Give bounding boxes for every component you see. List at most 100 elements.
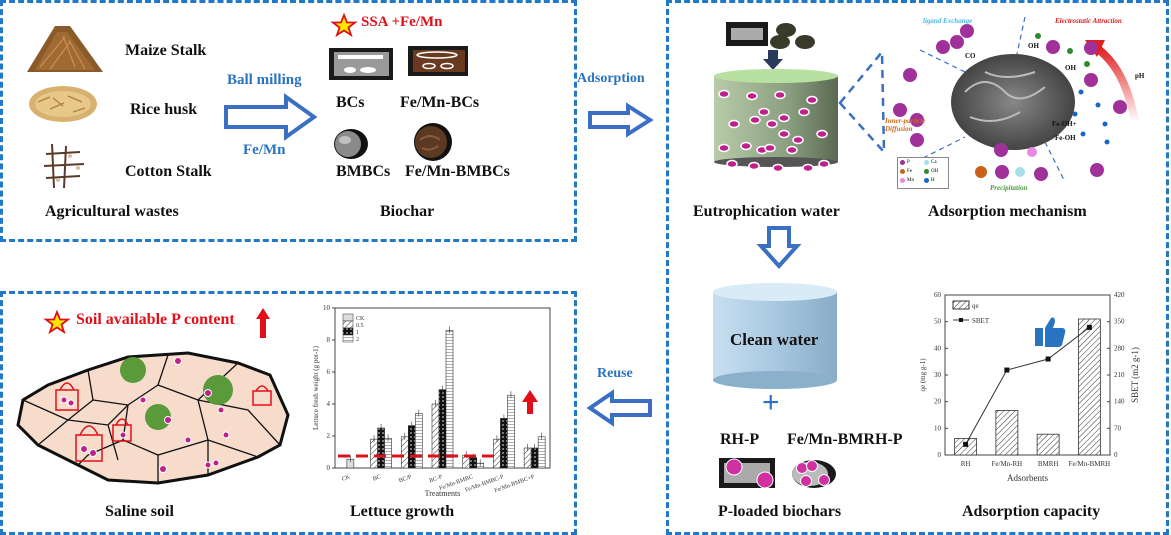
title-p-loaded-biochars: P-loaded biochars (718, 503, 842, 520)
y-tick-label: 8 (327, 336, 331, 344)
bar (400, 436, 409, 469)
phosphate-dot (772, 163, 784, 173)
mech-label-precipitation: Precipitation (990, 184, 1028, 192)
mech-bond-feoh-1: Fe-OH+ (1052, 120, 1077, 128)
title-biochar: Biochar (380, 203, 435, 220)
mech-bond-co: CO (965, 52, 976, 60)
legend-swatch (900, 160, 905, 165)
title-agricultural-wastes: Agricultural wastes (45, 203, 179, 220)
phosphate-dot (749, 115, 761, 125)
y2-tick-label: 0 (1114, 451, 1118, 459)
bar (414, 413, 423, 469)
bmbcs-image (334, 129, 368, 159)
legend-label: 1 (356, 330, 359, 336)
label-clean-water: Clean water (730, 330, 819, 349)
process-arrow-right-icon (224, 93, 318, 141)
phosphate-dot (774, 90, 786, 100)
legend-swatch (342, 327, 354, 336)
label-fe-mn: Fe/Mn (243, 142, 286, 158)
soil-p-highlight: Soil available P content (76, 311, 235, 328)
legend-item: Fe (900, 169, 912, 174)
x-axis-label: Adsorbents (1007, 473, 1048, 483)
thumbs-up-icon (1035, 317, 1066, 347)
title-lettuce-growth: Lettuce growth (350, 503, 455, 520)
panel-water-treatment (666, 0, 1169, 535)
phosphate-dot (806, 95, 818, 105)
bar (407, 425, 416, 469)
mech-label-ph: pH (1135, 72, 1145, 80)
phosphate-dot (718, 143, 730, 153)
increase-arrow-icon (256, 308, 270, 338)
label-fe-mn-bcs: Fe/Mn-BCs (400, 94, 480, 111)
legend-label: Ca (931, 160, 937, 165)
cotton-stalk-image (43, 143, 85, 189)
y2-tick-label: 70 (1114, 424, 1122, 432)
rh-p-image (719, 458, 775, 489)
eutrophication-water-tank (714, 69, 838, 173)
x-tick-label: BC-P (429, 474, 444, 484)
increase-arrow-icon (522, 390, 538, 414)
x-tick-label: BC (372, 474, 382, 482)
bar (370, 438, 378, 469)
bar (537, 436, 546, 469)
legend-item: Ca (924, 160, 937, 165)
biochar-input-image (726, 22, 815, 49)
legend-label: P (907, 160, 910, 165)
y-tick-label: 20 (934, 398, 942, 406)
legend-swatch (924, 160, 929, 165)
legend-item: Mn (900, 178, 914, 183)
panel-biochar-preparation (0, 0, 577, 242)
label-ball-milling: Ball milling (227, 72, 302, 88)
label-reuse: Reuse (597, 366, 633, 381)
bar (995, 410, 1019, 456)
legend-item: OH (924, 169, 938, 174)
sbet-point (1086, 324, 1092, 330)
phosphate-dot (792, 135, 804, 145)
y2-tick-label: 350 (1114, 318, 1125, 326)
title-saline-soil: Saline soil (105, 503, 174, 520)
legend-swatch (900, 178, 905, 183)
x-tick-label: Fe/Mn-BMRH (1069, 460, 1111, 468)
y-tick-label: 60 (934, 291, 942, 299)
star-icon (330, 12, 358, 38)
phosphate-dot (766, 119, 778, 129)
legend-label: Mn (907, 178, 914, 183)
bar (438, 389, 447, 469)
legend-label: 2 (356, 337, 359, 343)
label-adsorption: Adsorption (577, 71, 645, 86)
adsorption-mechanism-figure: ligand Exchange Electrostatic Attraction… (885, 12, 1160, 197)
phosphate-dot (746, 91, 758, 101)
sbet-point (1004, 367, 1010, 373)
y-tick-label: 10 (323, 304, 331, 312)
label-fe-mn-bmrh-p: Fe/Mn-BMRH-P (787, 431, 903, 448)
legend-swatch (924, 178, 929, 183)
legend-label: CK (356, 316, 365, 322)
bar (431, 403, 440, 469)
phosphate-dot (778, 113, 790, 123)
rice-husk-image (29, 86, 97, 122)
label-bcs: BCs (336, 94, 365, 111)
y-axis-label: qe (mg g-1) (919, 358, 927, 392)
bar (377, 427, 385, 469)
legend-label: qe (972, 302, 979, 310)
bcs-image (329, 48, 393, 80)
panel-soil-reuse (0, 291, 577, 535)
mech-label-electrostatic: Electrostatic Attraction (1055, 17, 1122, 25)
y2-tick-label: 420 (1114, 291, 1125, 299)
fe-mn-bcs-image (408, 46, 468, 76)
bar (384, 438, 392, 469)
phosphate-dot (758, 107, 770, 117)
adsorption-arrow-icon (588, 102, 654, 138)
mech-label-ligand: ligand Exchange (923, 17, 973, 25)
x-tick-label: Fe/Mn-RH (992, 460, 1023, 468)
y-axis-label: Lettuce fresh weight (g pot-1) (312, 345, 320, 430)
maize-stalk-image (27, 26, 103, 72)
phosphate-dot (816, 129, 828, 139)
y-tick-label: 10 (934, 424, 942, 432)
legend-swatch (952, 300, 970, 310)
phosphate-dot (786, 145, 798, 155)
y-tick-label: 50 (934, 318, 942, 326)
label-rice-husk: Rice husk (130, 101, 198, 118)
